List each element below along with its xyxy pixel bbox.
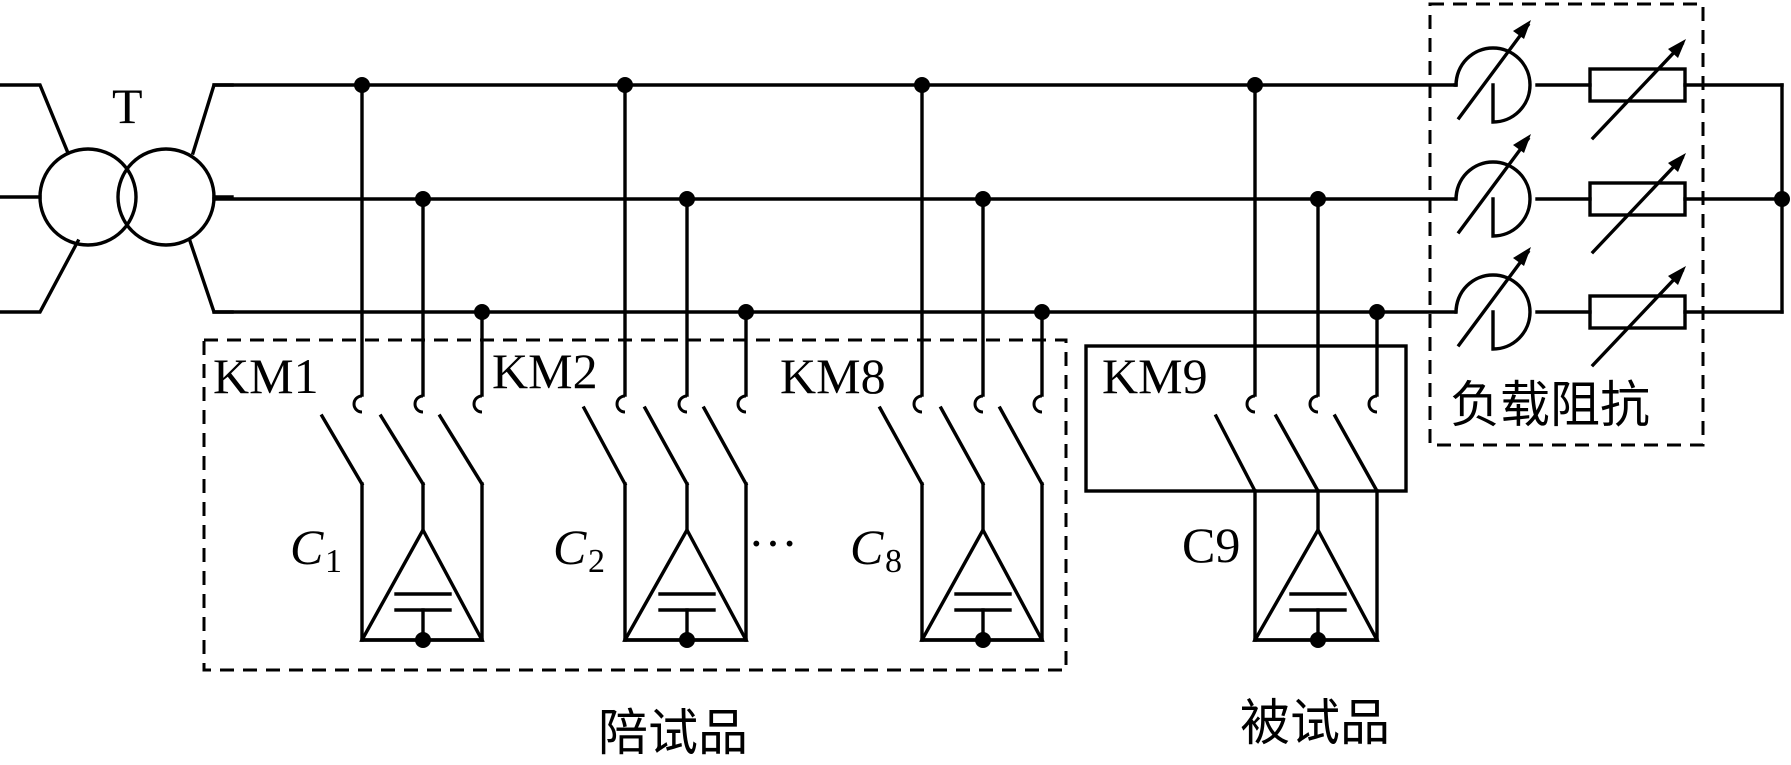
load-impedance-label: 负载阻抗 [1450,376,1650,434]
ellipsis: ··· [748,515,798,571]
capacitor-sub-c2: 2 [588,543,605,580]
capacitor-label-c8: C [850,519,884,575]
switch-label-km9: KM9 [1102,348,1208,404]
capacitor-label-c2: C [553,519,587,575]
capacitor-sub-c1: 1 [325,543,342,580]
bus-lines [212,83,1457,314]
companion-unit-8: KM8 C 8 [780,77,1050,648]
capacitor-sub-c8: 8 [885,543,902,580]
transformer: T [0,78,234,314]
transformer-label: T [112,78,143,134]
tested-group-label: 被试品 [1240,694,1390,752]
switch-label-km2: KM2 [492,343,598,399]
capacitor-label-c9: C9 [1182,517,1240,573]
companion-unit-1: KM1 C 1 [213,77,490,648]
switch-label-km1: KM1 [213,348,319,404]
companion-group-box [202,338,1068,672]
load-impedance: 负载阻抗 [1428,2,1790,447]
load-group-box [1428,2,1705,447]
companion-group-label: 陪试品 [598,704,748,762]
tested-unit: KM9 C9 [1084,77,1408,648]
tested-unit-box [1084,344,1408,493]
capacitor-label-c1: C [290,519,324,575]
companion-unit-2: KM2 C 2 [492,77,754,648]
switch-label-km8: KM8 [780,348,886,404]
